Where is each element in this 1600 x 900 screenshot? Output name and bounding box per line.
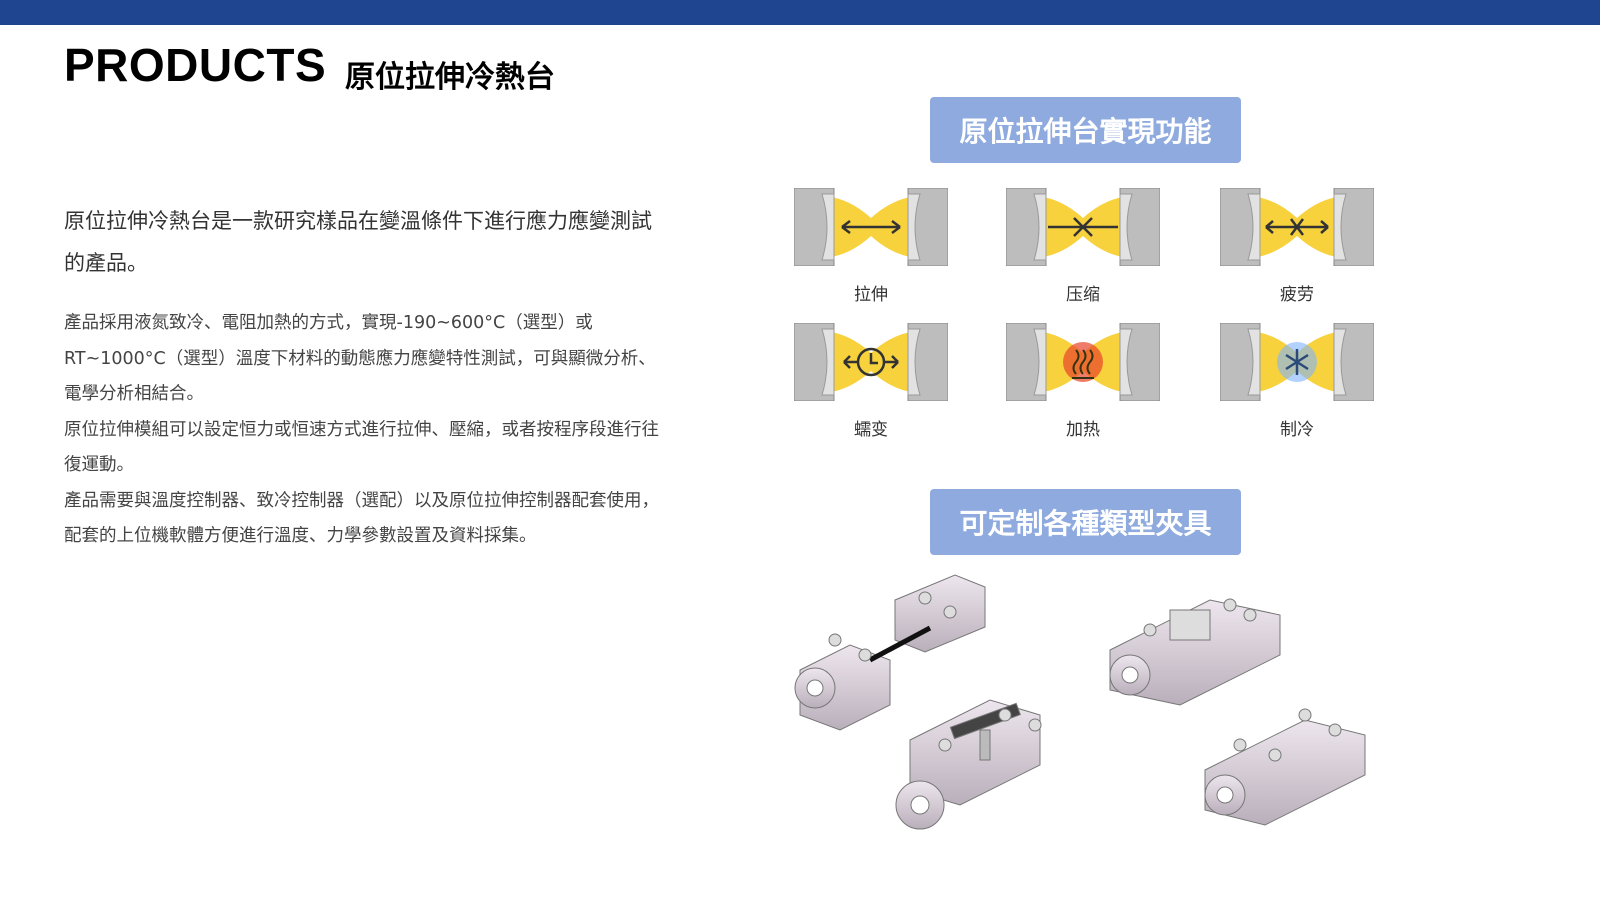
function-item: 蠕变 xyxy=(794,323,948,440)
fixtures-image xyxy=(794,574,1366,830)
creep-icon xyxy=(794,323,948,401)
function-item: 拉伸 xyxy=(794,188,948,305)
function-item: 疲劳 xyxy=(1220,188,1374,305)
function-label: 蠕变 xyxy=(854,420,888,440)
function-item: 制冷 xyxy=(1220,323,1374,440)
fixture-1 xyxy=(794,574,986,731)
fatigue-icon xyxy=(1220,188,1374,266)
heating-icon xyxy=(1006,323,1160,401)
fixture-2 xyxy=(895,699,1042,830)
page-subtitle: 原位拉伸冷熱台 xyxy=(345,60,555,95)
fixtures-badge: 可定制各種類型夾具 xyxy=(930,489,1241,555)
tension-icon xyxy=(794,188,948,266)
function-item: 压缩 xyxy=(1006,188,1160,305)
function-label: 制冷 xyxy=(1280,420,1314,440)
function-label: 拉伸 xyxy=(854,285,888,305)
intro-text: 原位拉伸冷熱台是一款研究樣品在變溫條件下進行應力應變測試的產品。 xyxy=(64,209,652,275)
function-label: 压缩 xyxy=(1066,285,1100,305)
page-title: PRODUCTS xyxy=(64,39,327,91)
function-label: 疲劳 xyxy=(1280,285,1314,305)
paragraph: 產品需要與溫度控制器、致冷控制器（選配）以及原位拉伸控制器配套使用，配套的上位機… xyxy=(64,490,659,547)
functions-badge: 原位拉伸台實現功能 xyxy=(930,97,1241,163)
compression-icon xyxy=(1006,188,1160,266)
function-item: 加热 xyxy=(1006,323,1160,440)
function-label: 加热 xyxy=(1066,420,1100,440)
description: 產品採用液氮致冷、電阻加熱的方式，實現-190~600°C（選型）或RT~100… xyxy=(64,306,664,555)
cooling-icon xyxy=(1220,323,1374,401)
fixture-3 xyxy=(1109,598,1281,706)
fixture-4 xyxy=(1204,708,1366,826)
paragraph: 原位拉伸模組可以設定恒力或恒速方式進行拉伸、壓縮，或者按程序段進行往復運動。 xyxy=(64,419,659,476)
top-bar xyxy=(0,0,1600,25)
paragraph: 產品採用液氮致冷、電阻加熱的方式，實現-190~600°C（選型）或RT~100… xyxy=(64,313,656,404)
